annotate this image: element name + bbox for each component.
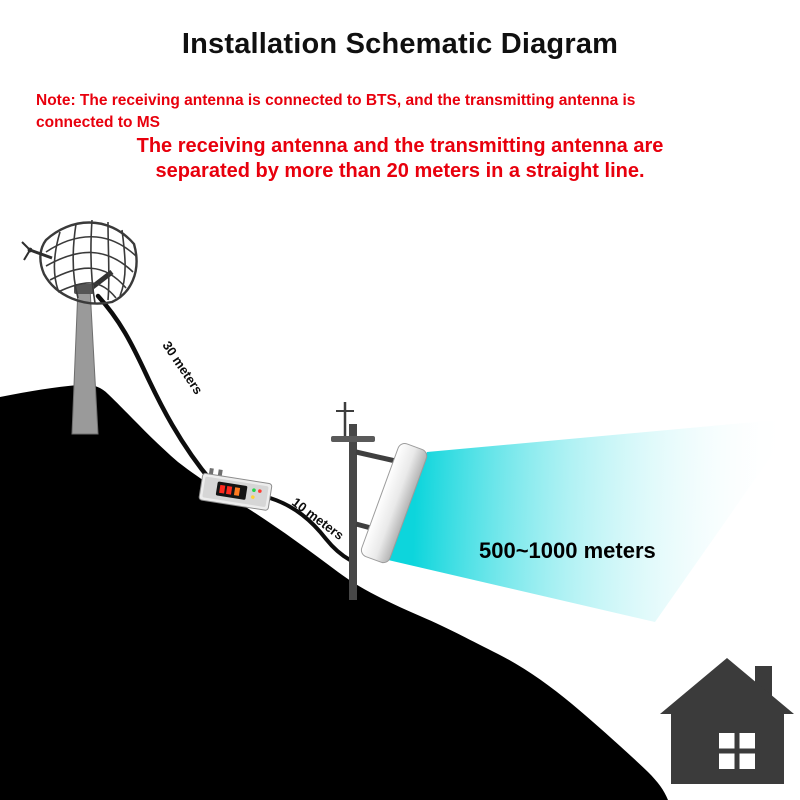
cable-30m-label: 30 meters	[160, 338, 206, 397]
cable-10m	[268, 496, 352, 562]
dish-mesh	[39, 219, 138, 305]
separation-note: The receiving antenna and the transmitti…	[0, 134, 800, 184]
antenna-mast	[349, 424, 357, 600]
mast-crossbar	[331, 436, 375, 442]
house-icon	[660, 658, 794, 784]
coverage-distance-label: 500~1000 meters	[479, 538, 656, 563]
bracket-top	[355, 449, 401, 465]
note-text: Note: The receiving antenna is connected…	[36, 90, 746, 134]
dish-feed-arm	[21, 241, 53, 261]
status-led-green	[252, 488, 256, 492]
led-digit-3	[233, 487, 241, 496]
status-led-red	[258, 489, 262, 493]
page-title: Installation Schematic Diagram	[181, 28, 619, 60]
house-roof	[660, 658, 794, 714]
antenna-pole	[71, 287, 99, 435]
note-line-1: Note: The receiving antenna is connected…	[36, 92, 636, 109]
led-digit-2	[226, 485, 233, 495]
receiving-antenna-icon	[21, 219, 138, 435]
transmitting-antenna-icon	[331, 402, 428, 600]
cable-10m-label: 10 meters	[289, 494, 347, 543]
cable-30m	[95, 293, 215, 485]
led-digit-1	[219, 484, 226, 494]
panel-antenna-body	[360, 443, 428, 564]
hillside-silhouette	[0, 384, 668, 800]
pole-clamp	[74, 284, 94, 294]
separation-line-2: separated by more than 20 meters in a st…	[155, 160, 645, 182]
note-line-2: connected to MS	[36, 114, 161, 131]
status-led-yellow	[251, 495, 255, 499]
repeater-device-icon	[198, 468, 273, 511]
separation-line-1: The receiving antenna and the transmitti…	[136, 135, 664, 157]
signal-beam	[388, 418, 798, 622]
